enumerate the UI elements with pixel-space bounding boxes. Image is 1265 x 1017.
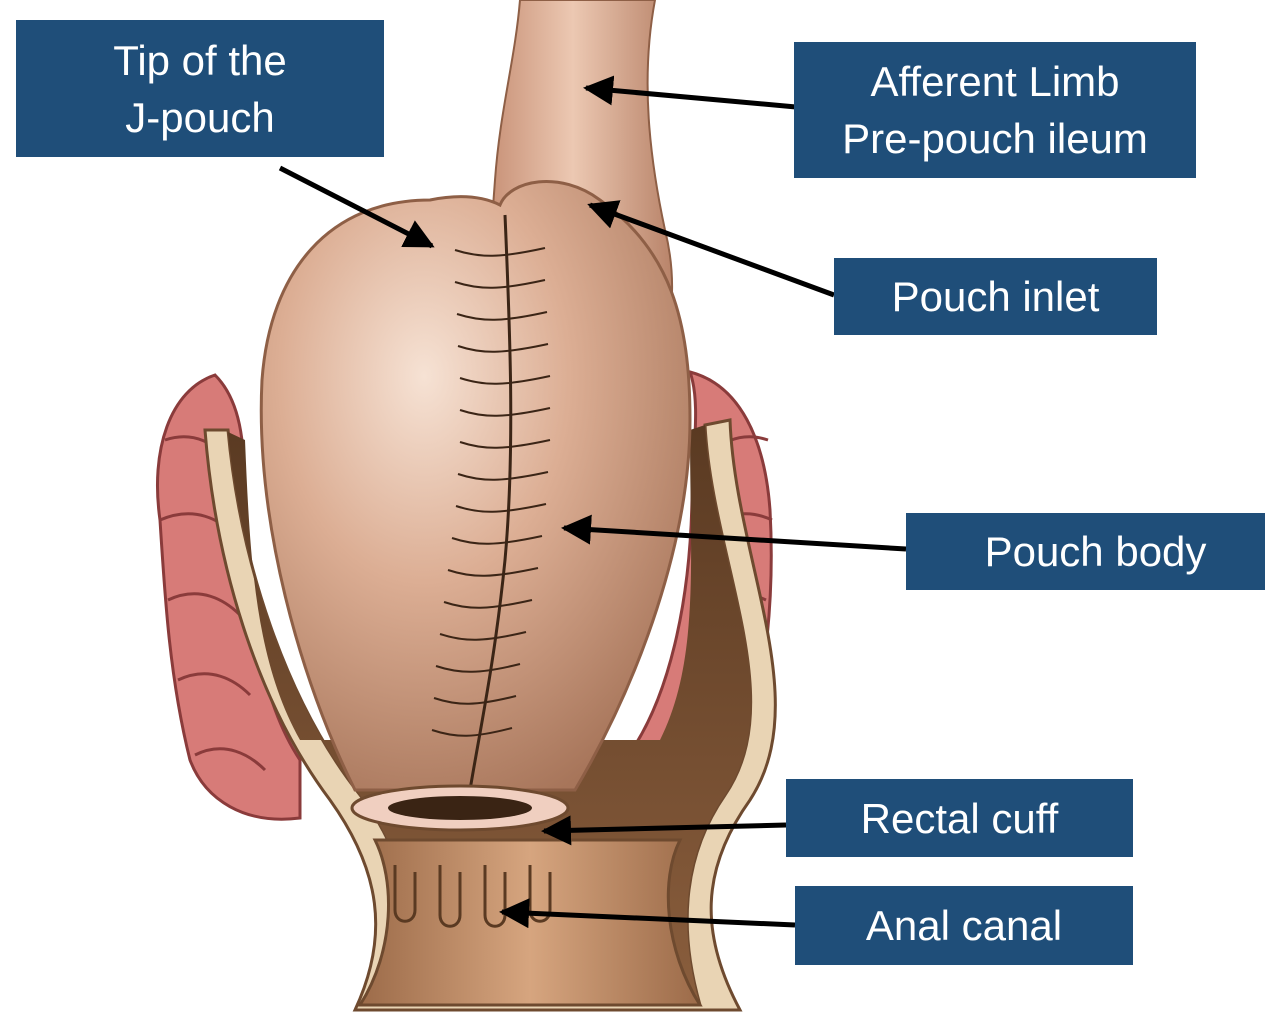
label-pouch-body: Pouch body — [906, 513, 1265, 590]
rectal-cuff-ring — [352, 786, 568, 830]
pouch-body — [261, 181, 690, 790]
label-afferent-line-1: Afferent Limb — [870, 53, 1119, 110]
label-rectal-cuff-line-1: Rectal cuff — [861, 790, 1059, 847]
label-body-line-1: Pouch body — [985, 523, 1207, 580]
label-anal-canal: Anal canal — [795, 886, 1133, 965]
label-pouch-inlet: Pouch inlet — [834, 258, 1157, 335]
label-rectal-cuff: Rectal cuff — [786, 779, 1133, 857]
label-inlet-line-1: Pouch inlet — [892, 268, 1100, 325]
label-tip-of-j-pouch: Tip of the J-pouch — [16, 20, 384, 157]
label-tip-line-1: Tip of the — [113, 32, 287, 89]
label-anal-canal-line-1: Anal canal — [866, 897, 1062, 954]
anal-canal-shape — [360, 840, 700, 1005]
label-afferent-line-2: Pre-pouch ileum — [842, 110, 1148, 167]
label-afferent-limb: Afferent Limb Pre-pouch ileum — [794, 42, 1196, 178]
label-tip-line-2: J-pouch — [125, 89, 274, 146]
